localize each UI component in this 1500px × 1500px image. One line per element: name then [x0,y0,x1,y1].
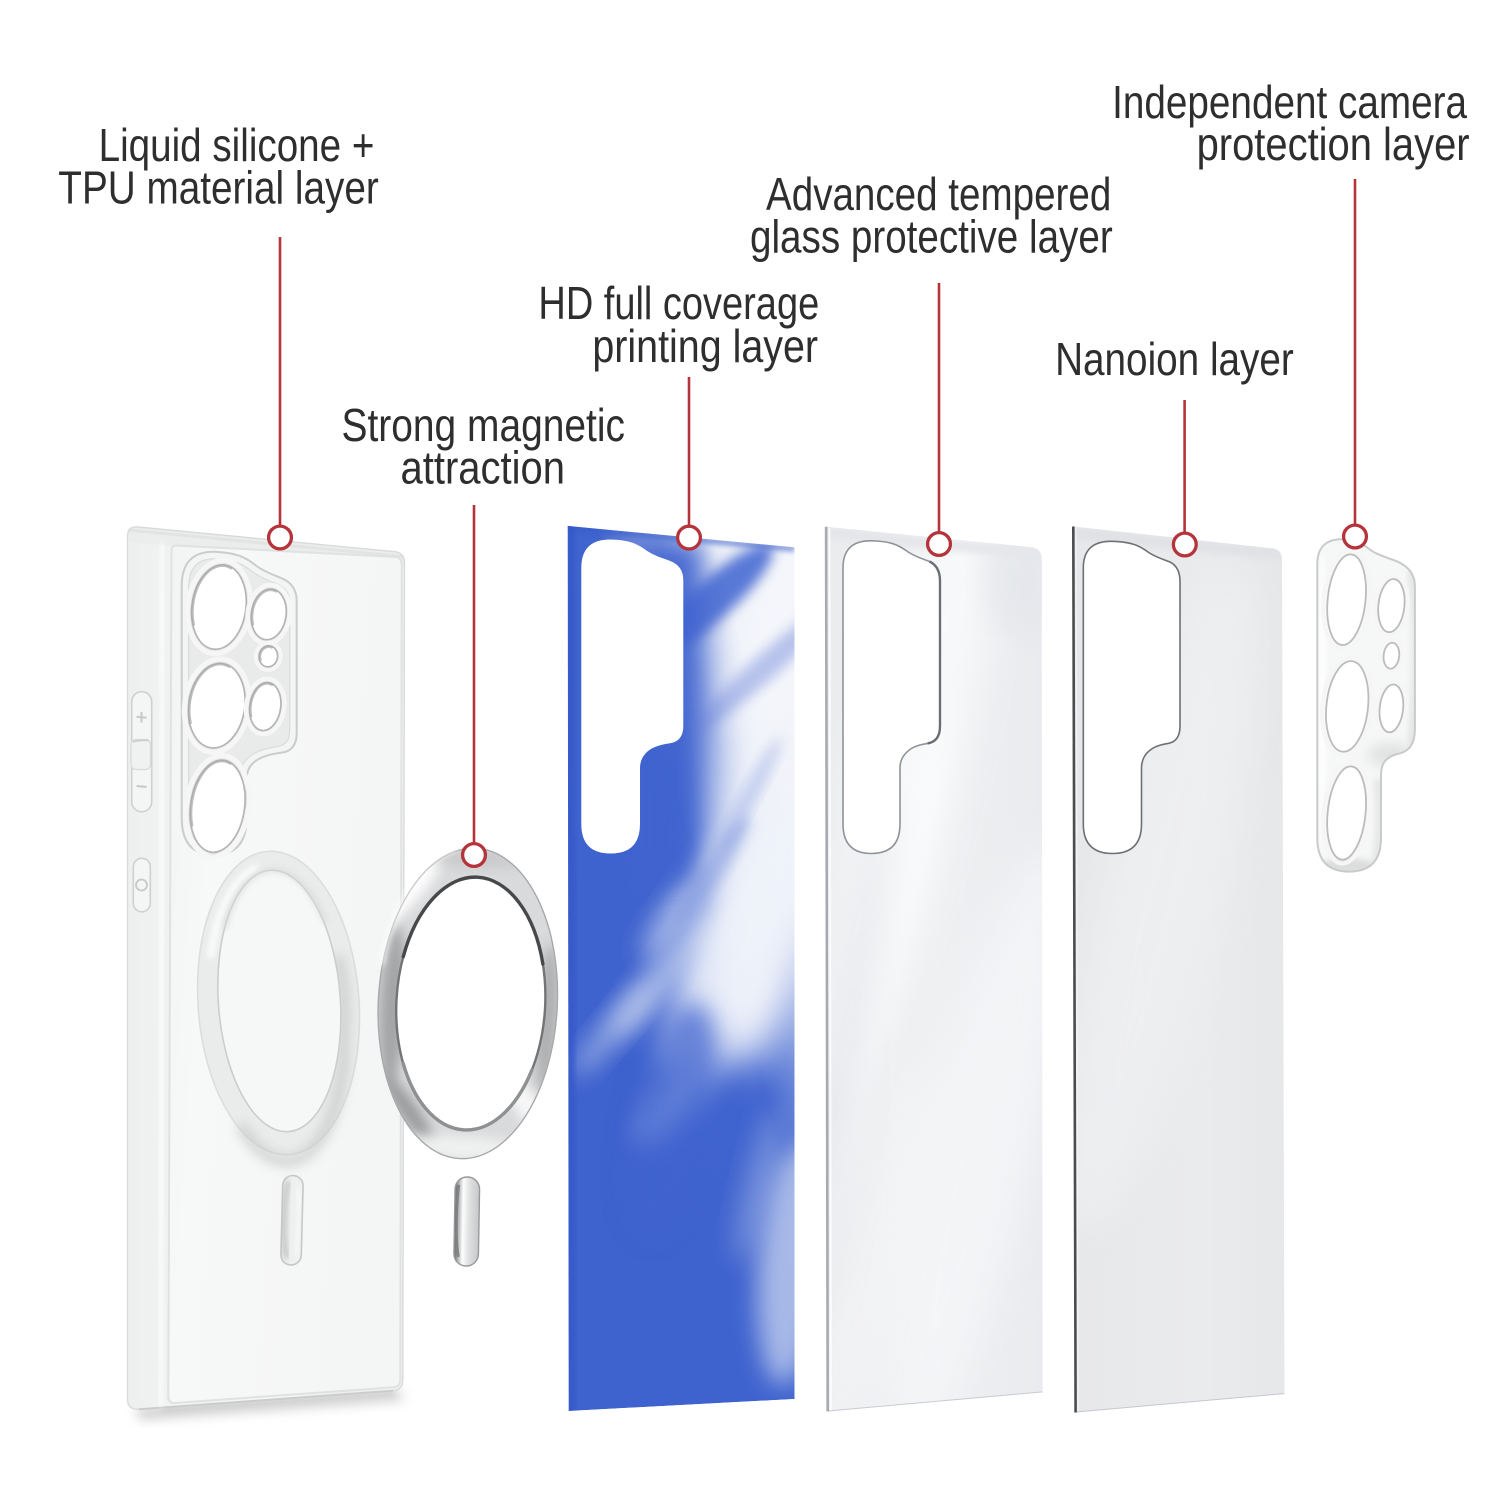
svg-text:glass protective layer: glass protective layer [750,211,1113,263]
svg-text:HD full coverage: HD full coverage [538,277,819,329]
svg-text:TPU material layer: TPU material layer [58,162,379,214]
svg-text:Nanoion layer: Nanoion layer [1055,333,1294,385]
svg-text:attraction: attraction [401,442,566,494]
svg-text:Liquid silicone +: Liquid silicone + [99,119,375,171]
svg-text:Strong magnetic: Strong magnetic [342,399,626,451]
svg-text:Independent camera: Independent camera [1112,76,1467,128]
svg-text:protection layer: protection layer [1197,118,1470,170]
svg-text:printing layer: printing layer [592,320,818,372]
svg-text:Advanced tempered: Advanced tempered [766,168,1111,220]
